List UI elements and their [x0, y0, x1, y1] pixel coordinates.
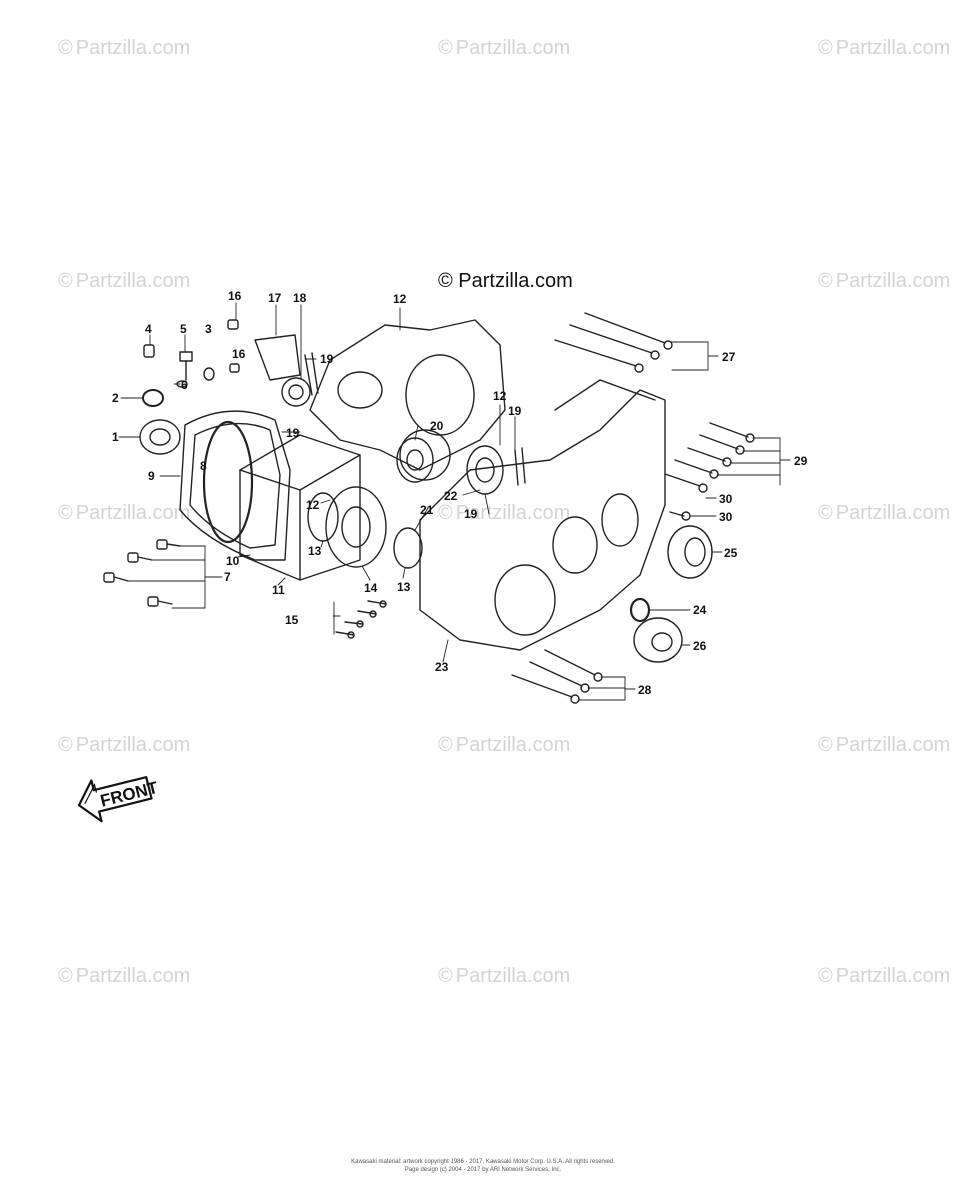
bracket-17	[254, 334, 301, 381]
screw-5	[179, 351, 193, 381]
stud-19	[514, 447, 526, 486]
callout-7: 7	[224, 570, 231, 584]
watermark: ©Partzilla.com	[438, 37, 571, 59]
footer-copyright: Kawasaki material: artwork copyright 198…	[351, 1159, 615, 1165]
watermark: ©Partzilla.com	[818, 37, 951, 59]
watermark: ©Partzilla.com	[818, 502, 951, 524]
bolts-27	[554, 312, 673, 373]
callout-8: 8	[200, 459, 207, 473]
callout-2: 2	[112, 391, 119, 405]
watermark: ©Partzilla.com	[58, 965, 191, 987]
dowel-4	[143, 344, 155, 358]
callout-21: 21	[420, 503, 434, 517]
callout-24: 24	[693, 603, 707, 617]
callout-22: 22	[444, 489, 458, 503]
oil-seal-13	[307, 492, 423, 569]
bearing-25	[667, 525, 713, 579]
footer-page-design: Page design (c) 2004 - 2017 by ARI Netwo…	[404, 1167, 562, 1173]
oil-seal-1	[139, 419, 181, 455]
watermark: ©Partzilla.com	[58, 37, 191, 59]
callout-10: 10	[226, 554, 240, 568]
bearing-20	[396, 437, 434, 483]
watermark: ©Partzilla.com	[58, 502, 191, 524]
callout-4: 4	[145, 322, 152, 336]
callout-1: 1	[112, 430, 119, 444]
watermark: ©Partzilla.com	[438, 502, 571, 524]
gasket-8	[202, 420, 254, 544]
ring-3	[203, 367, 215, 381]
bearing-18	[281, 377, 311, 407]
callout-16: 16	[228, 289, 242, 303]
callout-20: 20	[430, 419, 444, 433]
oil-seal-24	[629, 597, 651, 623]
o-ring-2	[142, 389, 164, 407]
seal-plate-14	[325, 486, 387, 568]
callout-29: 29	[794, 454, 808, 468]
callout-19: 19	[286, 426, 300, 440]
callout-19: 19	[320, 352, 334, 366]
callout-9: 9	[148, 469, 155, 483]
left-cover-9	[179, 410, 291, 561]
bearing-26	[633, 617, 683, 663]
callout-30: 30	[719, 510, 733, 524]
callout-27: 27	[722, 350, 736, 364]
center-credit: © Partzilla.com	[438, 270, 573, 292]
callout-5: 5	[180, 322, 187, 336]
watermark: ©Partzilla.com	[438, 965, 571, 987]
watermark: ©Partzilla.com	[58, 734, 191, 756]
callout-14: 14	[364, 581, 378, 595]
callout-6: 6	[181, 378, 188, 392]
stud-19b	[304, 352, 319, 396]
bolt-16	[227, 319, 239, 330]
callouts: 1 2 3 4 5 6 7 8 9 10 11 12 12 12 13 13 1…	[112, 289, 808, 697]
callout-30: 30	[719, 492, 733, 506]
lower-crankcase-23	[419, 379, 666, 651]
callout-12: 12	[306, 498, 320, 512]
watermark: ©Partzilla.com	[58, 270, 191, 292]
watermark: ©Partzilla.com	[438, 734, 571, 756]
callout-11: 11	[272, 583, 285, 597]
callout-12: 12	[393, 292, 407, 306]
watermark: ©Partzilla.com	[818, 270, 951, 292]
leader-lines	[118, 302, 791, 701]
watermark: ©Partzilla.com	[818, 734, 951, 756]
bolts-7	[103, 539, 181, 607]
callout-19: 19	[508, 404, 522, 418]
watermark: ©Partzilla.com	[818, 965, 951, 987]
bolts-30	[664, 473, 708, 521]
bolts-28	[511, 649, 603, 704]
callout-16: 16	[232, 347, 246, 361]
callout-26: 26	[693, 639, 707, 653]
upper-crankcase-12	[309, 319, 506, 481]
bolts-29	[674, 422, 755, 479]
callout-12: 12	[493, 389, 507, 403]
callout-13: 13	[397, 580, 411, 594]
callout-23: 23	[435, 660, 449, 674]
callout-13: 13	[308, 544, 322, 558]
callout-15: 15	[285, 613, 299, 627]
bolt-16b	[229, 363, 240, 373]
callout-18: 18	[293, 291, 307, 305]
cover-block-11	[239, 434, 361, 581]
callout-3: 3	[205, 322, 212, 336]
callout-17: 17	[268, 291, 282, 305]
callout-19: 19	[464, 507, 478, 521]
front-arrow: FRONT	[77, 776, 160, 823]
callout-28: 28	[638, 683, 652, 697]
callout-25: 25	[724, 546, 738, 560]
screws-15	[335, 600, 387, 639]
